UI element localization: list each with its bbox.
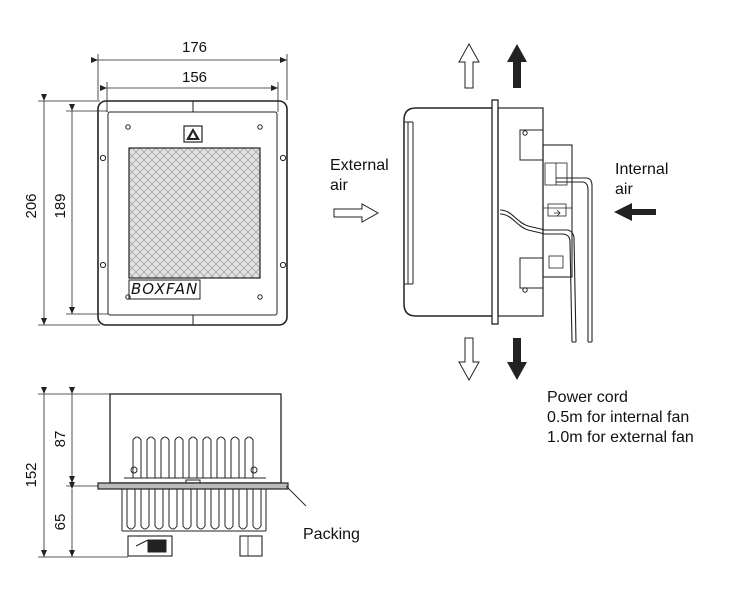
front-view xyxy=(38,54,288,326)
total-depth-dimension: 152 xyxy=(23,462,40,488)
connector-right xyxy=(239,535,263,557)
packing-label: Packing xyxy=(303,526,360,543)
mounting-plate xyxy=(491,99,499,325)
warning-triangle-icon xyxy=(183,125,203,143)
external-housing xyxy=(403,107,492,317)
outer-width-dimension: 176 xyxy=(182,39,208,56)
side-view xyxy=(333,42,656,382)
outer-height-dimension: 206 xyxy=(23,193,40,219)
bottom-mounting-plate xyxy=(97,482,289,490)
exhaust-down-solid-arrow xyxy=(507,338,527,380)
upper-fins xyxy=(124,436,266,479)
external-air-label: External air xyxy=(330,157,389,194)
inner-width-dimension: 156 xyxy=(182,69,208,86)
front-grille-mesh xyxy=(128,147,261,279)
lower-fins xyxy=(121,489,267,532)
front-dimension-lines xyxy=(38,54,288,326)
power-cord-label: Power cord 0.5m for internal fan 1.0m fo… xyxy=(547,389,694,446)
connector-left xyxy=(127,535,173,557)
packing-leader-line xyxy=(285,485,307,507)
exhaust-up-solid-arrow xyxy=(507,44,527,88)
upper-depth-dimension: 87 xyxy=(52,430,69,448)
external-air-in-arrow xyxy=(333,203,380,223)
exhaust-up-hollow-arrow xyxy=(458,42,480,89)
brand-plate xyxy=(128,279,201,300)
bottom-dimension-lines xyxy=(38,387,128,558)
bottom-view xyxy=(38,387,307,558)
front-screws xyxy=(99,124,287,300)
exhaust-down-hollow-arrow xyxy=(458,337,480,382)
power-cords xyxy=(499,177,593,343)
inner-height-dimension: 189 xyxy=(52,193,69,219)
internal-fan-module xyxy=(542,144,573,278)
internal-air-in-arrow xyxy=(614,203,656,221)
brand-label: BOXFAN xyxy=(131,280,199,298)
lower-depth-dimension: 65 xyxy=(52,513,69,531)
internal-air-label: Internal air xyxy=(615,161,669,198)
